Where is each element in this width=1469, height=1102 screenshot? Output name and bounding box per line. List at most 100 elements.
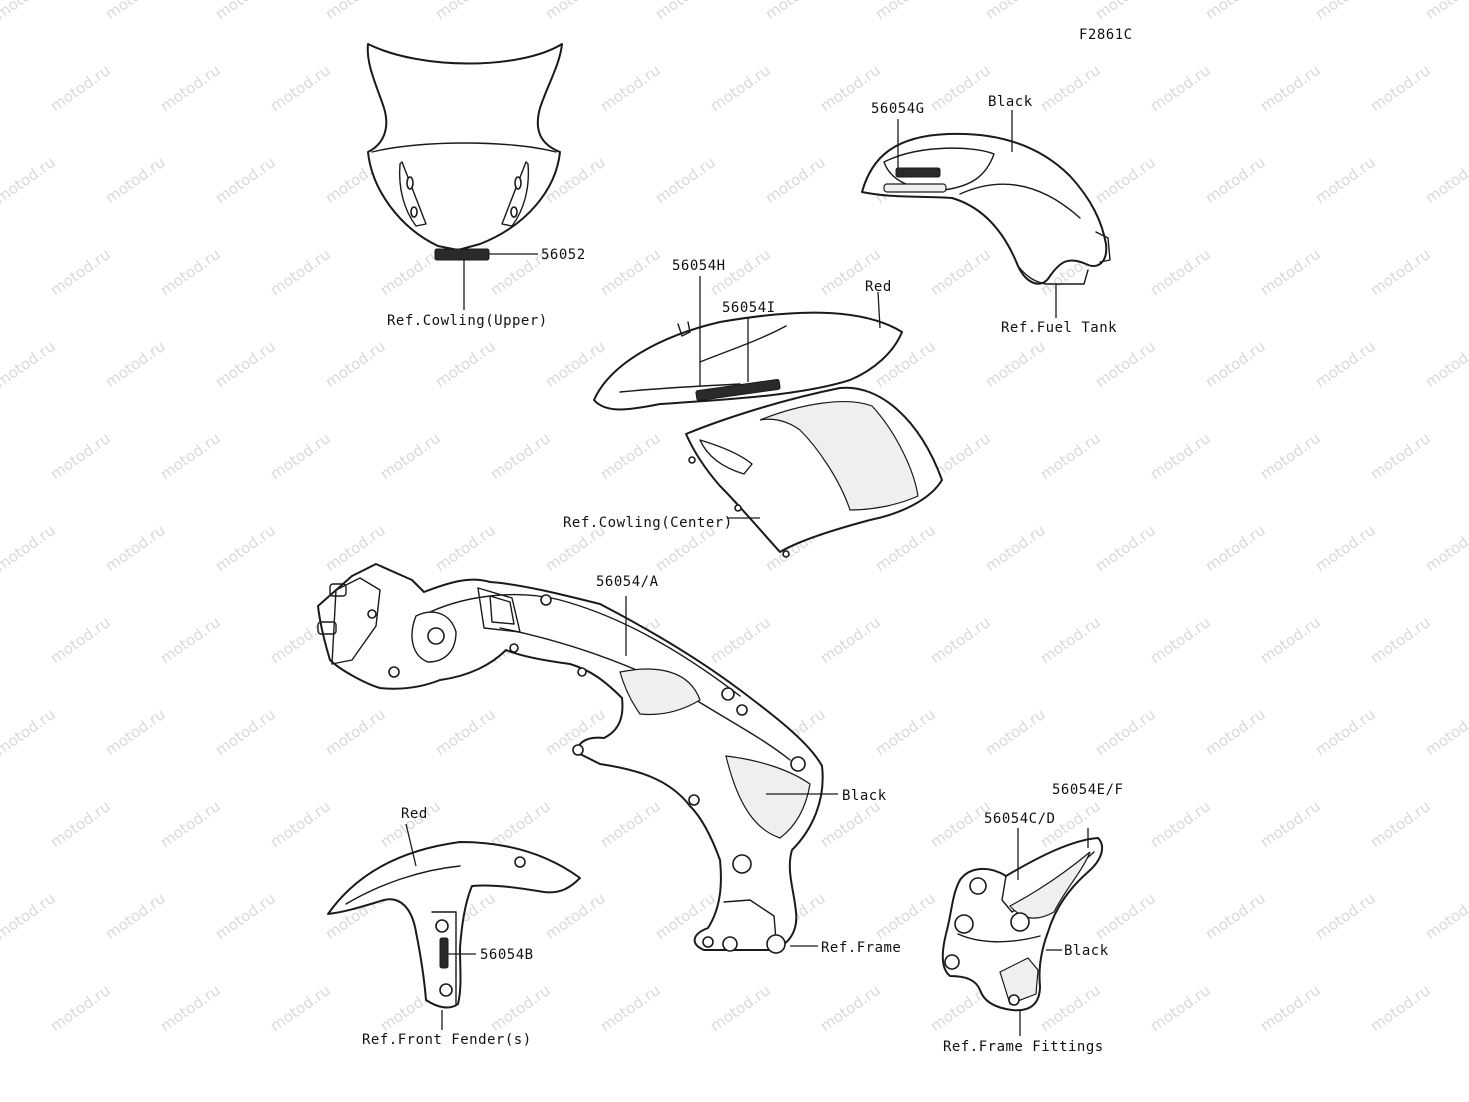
watermark-text: motod.ru: [212, 153, 279, 207]
watermark-text: motod.ru: [1312, 705, 1379, 759]
watermark-text: motod.ru: [47, 245, 114, 299]
label-56054a: 56054/A: [596, 574, 659, 590]
watermark-text: motod.ru: [1312, 0, 1379, 23]
watermark-text: motod.ru: [1202, 337, 1269, 391]
watermark-text: motod.ru: [432, 705, 499, 759]
watermark-text: motod.ru: [267, 981, 334, 1035]
watermark-text: motod.ru: [377, 245, 444, 299]
watermark-text: motod.ru: [47, 797, 114, 851]
watermark-text: motod.ru: [982, 705, 1049, 759]
watermark-text: motod.ru: [157, 613, 224, 667]
watermark-text: motod.ru: [322, 0, 389, 23]
watermark-text: motod.ru: [102, 705, 169, 759]
watermark-text: motod.ru: [817, 981, 884, 1035]
watermark-text: motod.ru: [1367, 61, 1434, 115]
watermark-text: motod.ru: [1202, 521, 1269, 575]
watermark-text: motod.ru: [0, 153, 59, 207]
fuel-tank-drawing: [861, 110, 1111, 318]
watermark-text: motod.ru: [322, 705, 389, 759]
watermark-text: motod.ru: [0, 705, 59, 759]
watermark-text: motod.ru: [1147, 981, 1214, 1035]
label-ref-frame-fittings: Ref.Frame Fittings: [943, 1039, 1104, 1055]
watermark-text: motod.ru: [1037, 429, 1104, 483]
label-tank-black: Black: [988, 94, 1033, 110]
label-fender-red: Red: [401, 806, 428, 822]
watermark-text: motod.ru: [1367, 429, 1434, 483]
watermark-text: motod.ru: [1312, 889, 1379, 943]
watermark-text: motod.ru: [982, 0, 1049, 23]
watermark-text: motod.ru: [762, 153, 829, 207]
kawasaki-logo-decal: [695, 378, 781, 402]
label-56052: 56052: [541, 247, 586, 263]
watermark-text: motod.ru: [982, 337, 1049, 391]
watermark-text: motod.ru: [487, 797, 554, 851]
watermark-text: motod.ru: [597, 797, 664, 851]
watermark-text: motod.ru: [1257, 981, 1324, 1035]
watermark-text: motod.ru: [762, 0, 829, 23]
watermark-text: motod.ru: [0, 521, 59, 575]
watermark-text: motod.ru: [267, 429, 334, 483]
fender-decal: [439, 937, 449, 969]
watermark-text: motod.ru: [1312, 521, 1379, 575]
watermark-text: motod.ru: [157, 981, 224, 1035]
watermark-text: motod.ru: [1092, 337, 1159, 391]
watermark-text: motod.ru: [1422, 889, 1469, 943]
watermark-text: motod.ru: [1422, 521, 1469, 575]
label-fitting-black: Black: [1064, 943, 1109, 959]
watermark-text: motod.ru: [1092, 705, 1159, 759]
watermark-text: motod.ru: [1037, 981, 1104, 1035]
watermark-text: motod.ru: [652, 0, 719, 23]
frame-fitting-drawing: [941, 828, 1104, 1036]
watermark-text: motod.ru: [157, 61, 224, 115]
watermark-text: motod.ru: [1092, 889, 1159, 943]
watermark-text: motod.ru: [707, 613, 774, 667]
label-56054h: 56054H: [672, 258, 726, 274]
watermark-text: motod.ru: [872, 0, 939, 23]
watermark-text: motod.ru: [102, 153, 169, 207]
watermark-text: motod.ru: [1257, 61, 1324, 115]
watermark-text: motod.ru: [157, 429, 224, 483]
watermark-text: motod.ru: [597, 981, 664, 1035]
watermark-text: motod.ru: [1257, 429, 1324, 483]
label-ref-frame: Ref.Frame: [821, 940, 901, 956]
watermark-text: motod.ru: [157, 797, 224, 851]
front-fender-drawing: [327, 823, 581, 1030]
watermark-text: motod.ru: [652, 153, 719, 207]
watermark-text: motod.ru: [1422, 705, 1469, 759]
watermark-text: motod.ru: [212, 521, 279, 575]
figure-code: F2861C: [1079, 27, 1133, 43]
watermark-text: motod.ru: [47, 613, 114, 667]
watermark-text: motod.ru: [872, 889, 939, 943]
watermark-text: motod.ru: [1312, 153, 1379, 207]
watermark-text: motod.ru: [0, 0, 59, 23]
watermark-text: motod.ru: [432, 337, 499, 391]
watermark-text: motod.ru: [817, 797, 884, 851]
label-56054ef: 56054E/F: [1052, 782, 1123, 798]
watermark-text: motod.ru: [432, 521, 499, 575]
watermark-text: motod.ru: [212, 337, 279, 391]
label-ref-fuel-tank: Ref.Fuel Tank: [1001, 320, 1117, 336]
watermark-text: motod.ru: [1367, 613, 1434, 667]
watermark-text: motod.ru: [377, 429, 444, 483]
watermark-text: motod.ru: [597, 61, 664, 115]
watermark-text: motod.ru: [597, 429, 664, 483]
watermark-text: motod.ru: [322, 337, 389, 391]
watermark-text: motod.ru: [47, 61, 114, 115]
watermark-text: motod.ru: [1147, 61, 1214, 115]
kawasaki-logo-decal: [895, 167, 941, 178]
frame-drawing: [317, 563, 838, 954]
label-ref-cowling-upper: Ref.Cowling(Upper): [387, 313, 548, 329]
watermark-text: motod.ru: [1422, 0, 1469, 23]
watermark-text: motod.ru: [267, 245, 334, 299]
watermark-text: motod.ru: [817, 613, 884, 667]
watermark-text: motod.ru: [1147, 245, 1214, 299]
watermark-text: motod.ru: [212, 705, 279, 759]
watermark-text: motod.ru: [872, 705, 939, 759]
watermark-text: motod.ru: [1367, 797, 1434, 851]
watermark-text: motod.ru: [102, 337, 169, 391]
watermark-text: motod.ru: [102, 889, 169, 943]
watermark-text: motod.ru: [1147, 429, 1214, 483]
label-frame-black: Black: [842, 788, 887, 804]
watermark-text: motod.ru: [1422, 337, 1469, 391]
